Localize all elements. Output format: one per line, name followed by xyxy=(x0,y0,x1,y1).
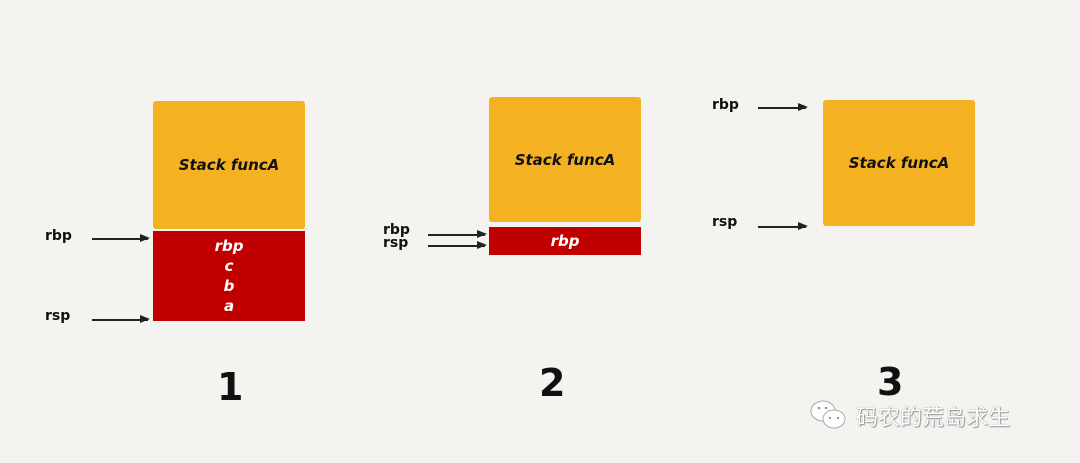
stack-item: b xyxy=(223,277,235,295)
step-number-3: 3 xyxy=(877,360,904,404)
rbp-label-2: rbp xyxy=(383,222,410,238)
stack-item: c xyxy=(224,257,234,275)
rbp-arrow-icon xyxy=(92,235,150,241)
rsp-arrow-icon xyxy=(92,316,150,322)
rbp-arrow-icon xyxy=(428,231,487,237)
stack-frame-funcA-1: Stack funcA xyxy=(153,101,305,229)
pushed-values-1: rbp c b a xyxy=(153,231,305,321)
watermark-text: 码农的荒岛求生 xyxy=(856,406,1011,431)
step-number-1: 1 xyxy=(217,365,244,409)
rsp-arrow-icon xyxy=(428,242,487,248)
rbp-arrow-icon xyxy=(758,104,808,110)
rbp-label-3: rbp xyxy=(712,97,739,113)
rsp-label-3: rsp xyxy=(712,214,738,230)
pushed-values-2: rbp xyxy=(489,227,641,255)
frame-label: Stack funcA xyxy=(514,150,616,169)
stack-frame-funcA-3: Stack funcA xyxy=(823,100,975,226)
wechat-icon xyxy=(808,398,850,432)
rsp-arrow-icon xyxy=(758,223,808,229)
rbp-label-1: rbp xyxy=(45,228,72,244)
stack-item: a xyxy=(223,297,235,315)
rsp-label-2: rsp xyxy=(383,235,409,251)
step-number-2: 2 xyxy=(539,361,566,405)
stack-item: rbp xyxy=(214,237,244,255)
frame-label: Stack funcA xyxy=(848,154,950,172)
rsp-label-1: rsp xyxy=(45,308,71,324)
frame-label: Stack funcA xyxy=(178,156,280,174)
stack-frame-funcA-2: Stack funcA xyxy=(489,97,641,222)
stack-item: rbp xyxy=(550,232,580,250)
